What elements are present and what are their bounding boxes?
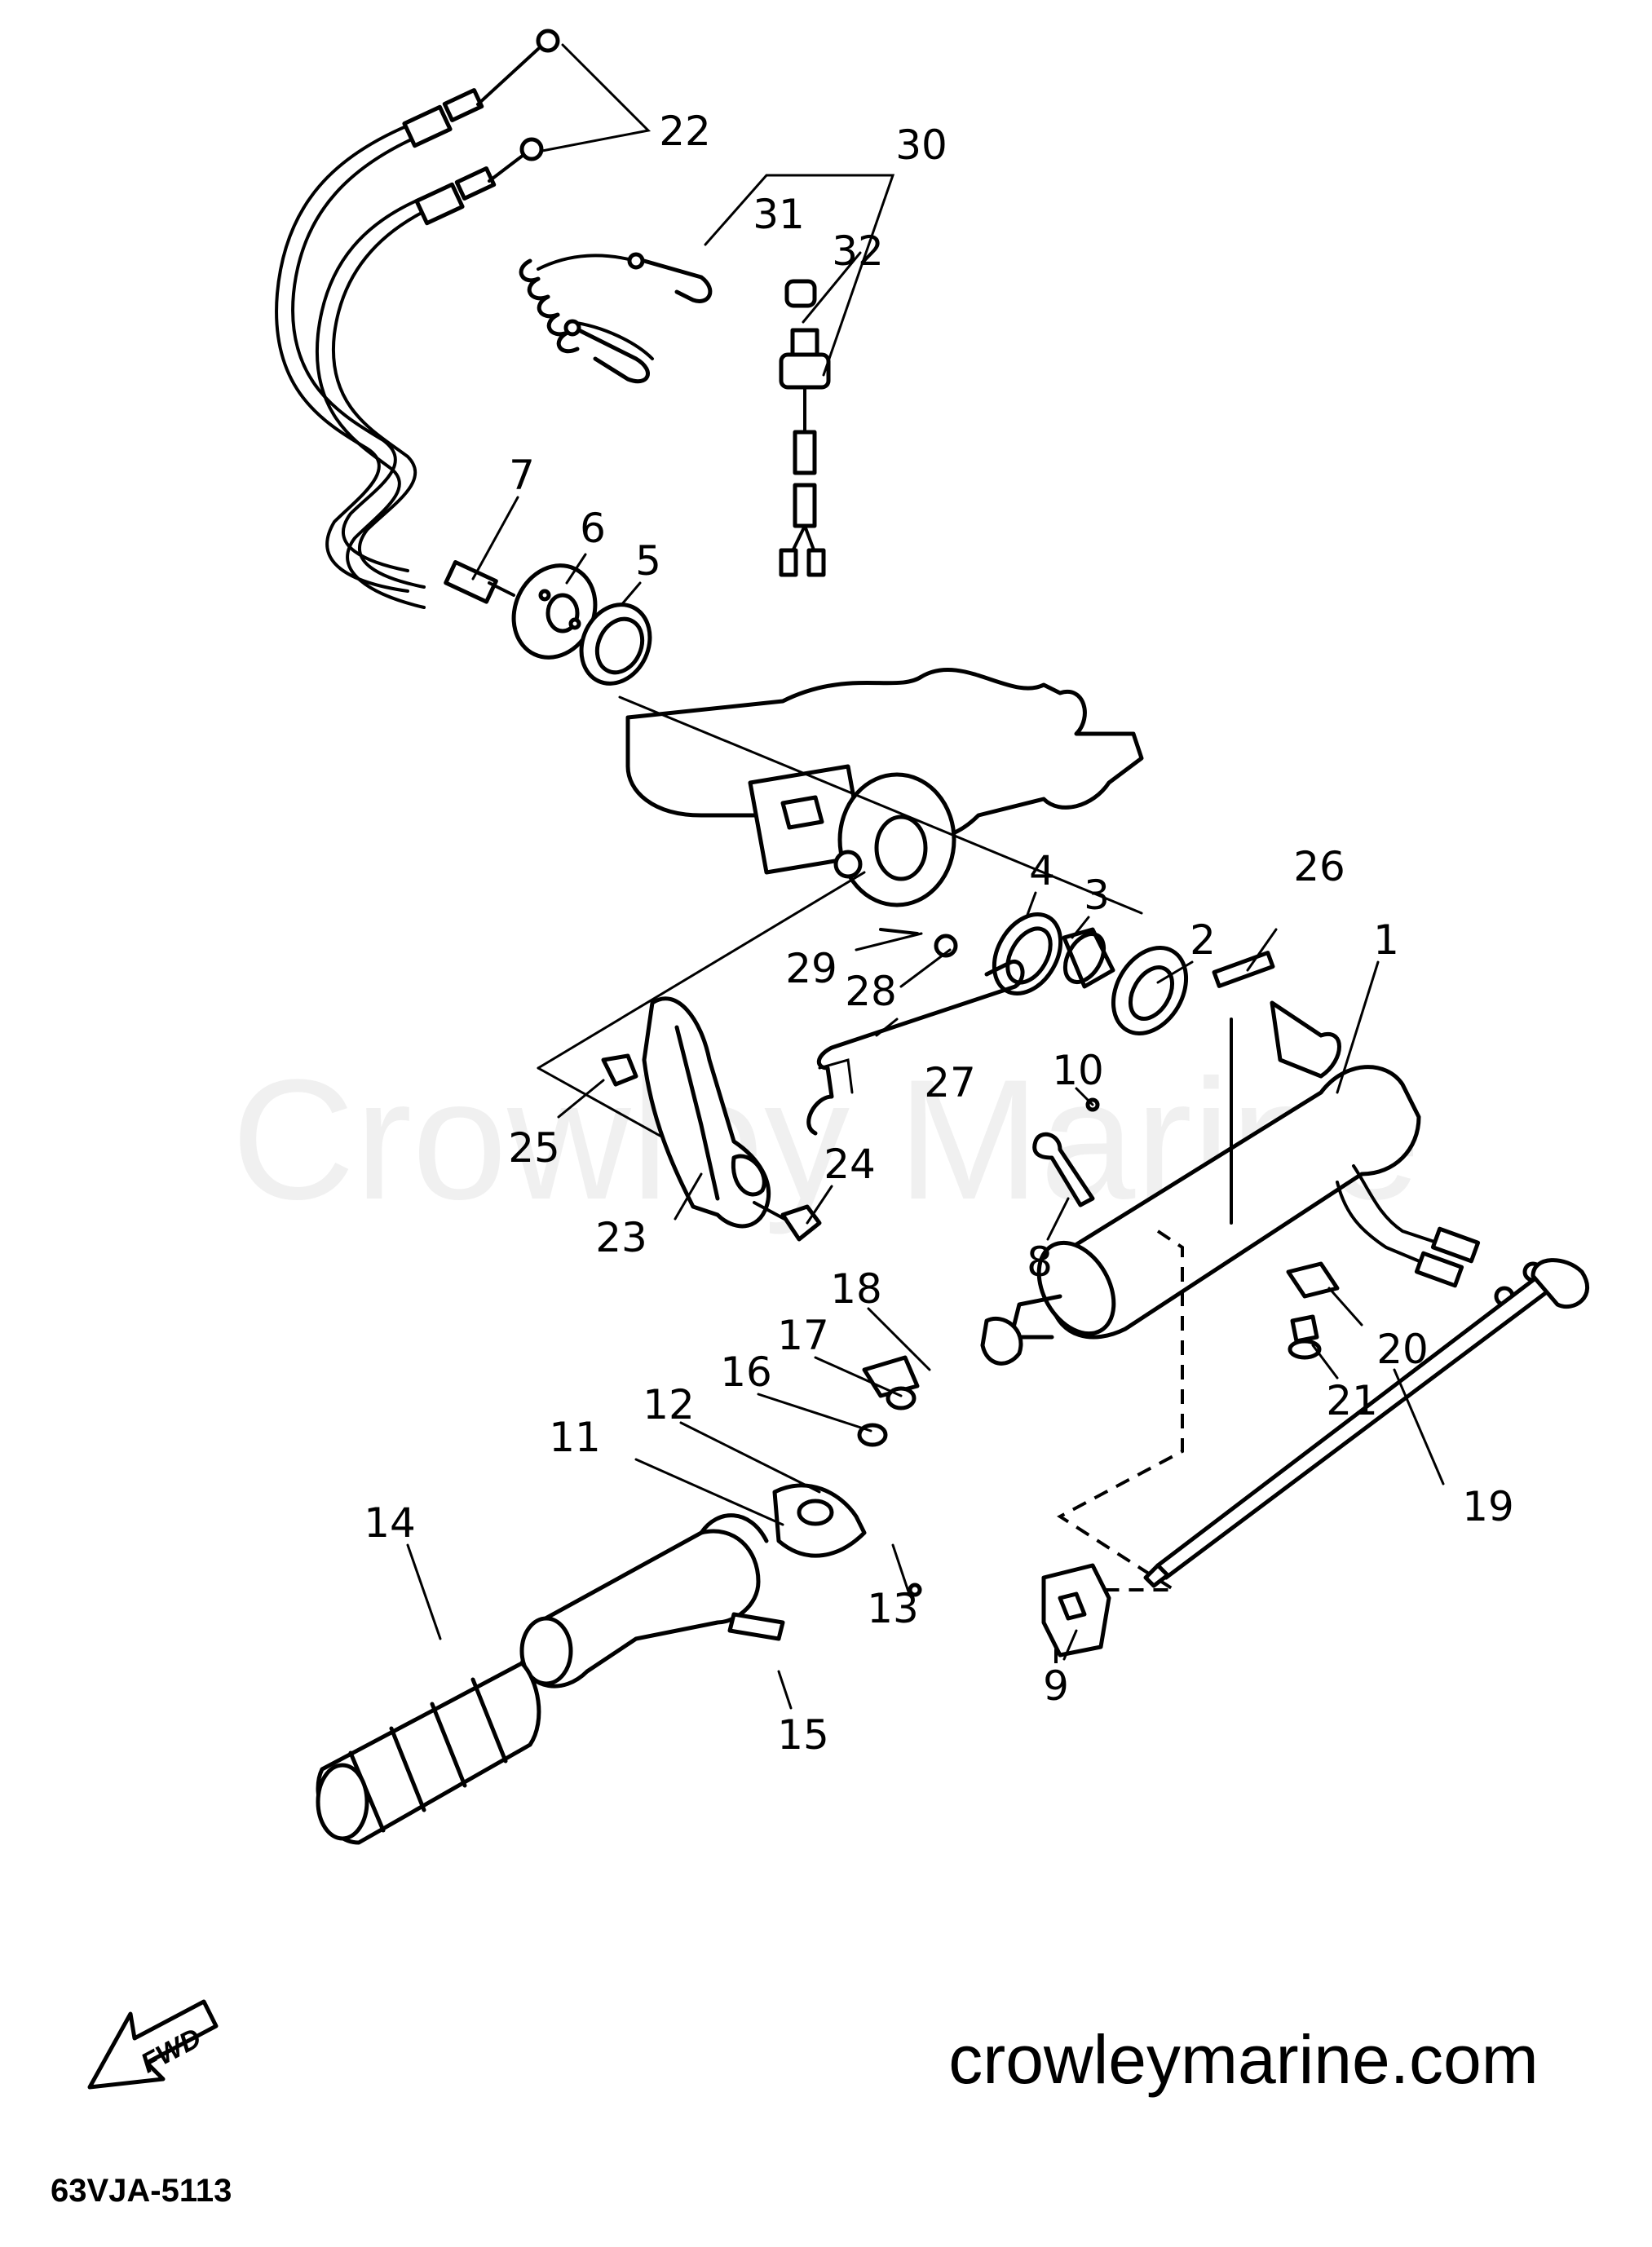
callout-16: 16	[720, 1349, 772, 1396]
callout-15: 15	[777, 1711, 829, 1759]
callout-29: 29	[785, 945, 837, 992]
callout-8: 8	[1027, 1238, 1053, 1286]
callout-31: 31	[753, 191, 805, 238]
callout-22: 22	[659, 108, 711, 155]
leader-lines	[406, 496, 1445, 1710]
callout-20: 20	[1376, 1326, 1429, 1373]
tiller-handle	[980, 1000, 1544, 1663]
callout-5: 5	[635, 537, 661, 585]
callout-21: 21	[1326, 1377, 1378, 1424]
callout-25: 25	[508, 1124, 560, 1172]
throttle-grip	[316, 1355, 922, 1845]
callout-12: 12	[643, 1381, 695, 1428]
callout-14: 14	[364, 1499, 416, 1547]
callout-30: 30	[895, 121, 947, 169]
callout-28: 28	[845, 968, 897, 1015]
callout-1: 1	[1373, 916, 1399, 964]
callout-27: 27	[924, 1059, 976, 1106]
callout-4: 4	[1029, 847, 1055, 894]
callout-6: 6	[580, 505, 606, 552]
callout-9: 9	[1043, 1662, 1069, 1710]
throttle-cables	[275, 29, 652, 609]
website-url: crowleymarine.com	[948, 2021, 1539, 2098]
bracket-23	[537, 871, 866, 1242]
plate-20	[1286, 1261, 1340, 1360]
shaft-washers-left	[444, 559, 652, 686]
callout-18: 18	[830, 1265, 882, 1313]
callout-32: 32	[832, 227, 884, 275]
callout-11: 11	[549, 1414, 601, 1461]
shaft-washers-right	[992, 912, 1275, 1035]
callout-23: 23	[595, 1214, 647, 1261]
callout-3: 3	[1084, 872, 1110, 919]
stop-switch-assembly	[519, 174, 895, 577]
callout-26: 26	[1293, 843, 1345, 890]
callout-numbers: 1 2 3 4 5 6 7 8 9 10 11 12 13 14 15 16 1…	[364, 108, 1514, 1759]
callout-13: 13	[867, 1585, 919, 1632]
swivel-bracket	[618, 667, 1144, 915]
callout-10: 10	[1052, 1047, 1104, 1094]
callout-19: 19	[1462, 1483, 1514, 1530]
callout-2: 2	[1190, 916, 1216, 964]
diagram-code: 63VJA-5113	[51, 2173, 232, 2209]
throttle-shaft	[1041, 1258, 1589, 1658]
callout-24: 24	[824, 1141, 876, 1188]
callout-7: 7	[509, 452, 535, 499]
callout-17: 17	[777, 1312, 829, 1359]
fwd-arrow: FWD	[87, 1999, 219, 2090]
